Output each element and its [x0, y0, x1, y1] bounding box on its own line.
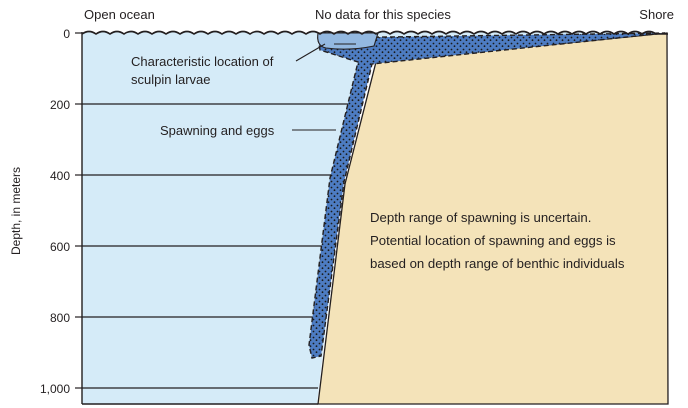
- tick-label-1000: 1,000: [40, 382, 70, 396]
- no-data-label: No data for this species: [315, 7, 451, 22]
- larvae-label-line1: Characteristic location of: [131, 54, 274, 69]
- axis-title: Depth, in meters: [9, 167, 23, 255]
- shore-label: Shore: [639, 7, 674, 22]
- tick-label-800: 800: [50, 311, 70, 325]
- spawning-label: Spawning and eggs: [160, 123, 275, 138]
- tick-label-200: 200: [50, 98, 70, 112]
- tick-label-600: 600: [50, 240, 70, 254]
- note-line1: Depth range of spawning is uncertain.: [370, 210, 591, 225]
- tick-label-0: 0: [63, 27, 70, 41]
- note-line2: Potential location of spawning and eggs …: [370, 233, 616, 248]
- tick-label-400: 400: [50, 169, 70, 183]
- larvae-zone: [318, 33, 378, 49]
- note-line3: based on depth range of benthic individu…: [370, 256, 625, 271]
- open-ocean-label: Open ocean: [84, 7, 155, 22]
- larvae-label-line2: sculpin larvae: [131, 72, 211, 87]
- tick-marks: [75, 33, 82, 388]
